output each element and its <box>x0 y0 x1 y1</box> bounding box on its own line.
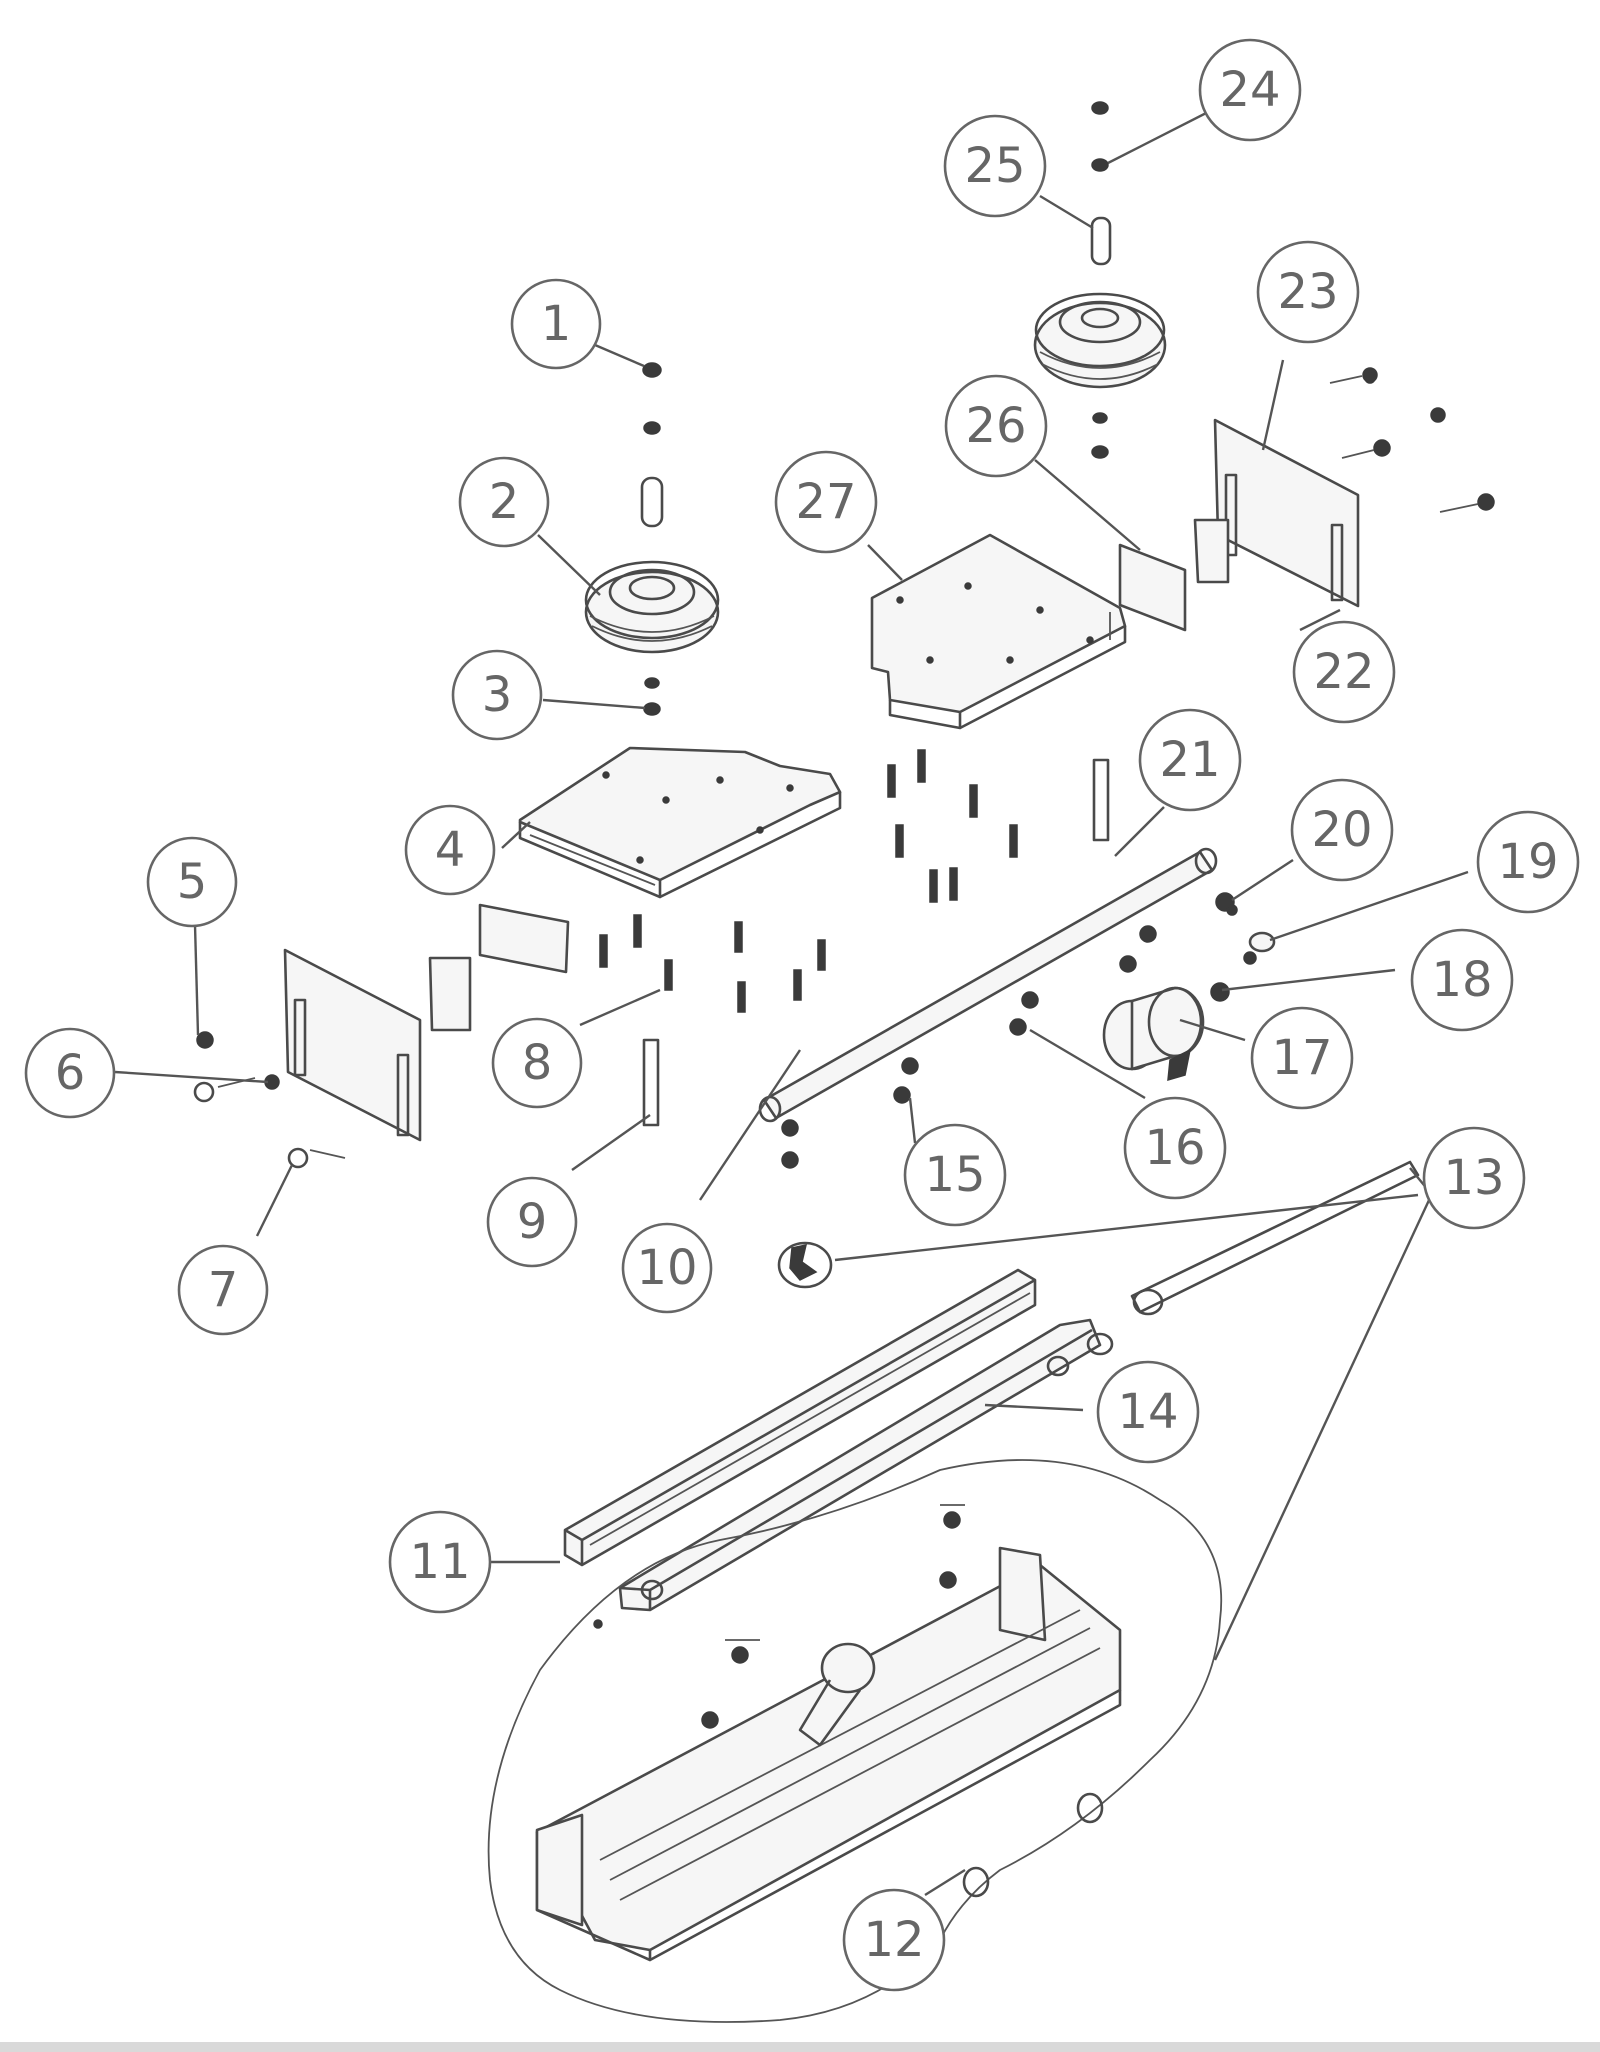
callout-18: 18 <box>1410 928 1514 1032</box>
small-bracket <box>777 1241 833 1289</box>
callout-25: 25 <box>943 114 1047 218</box>
rail-assembly <box>563 1160 1420 1629</box>
end-plate-right <box>1118 367 1495 632</box>
svg-text:18: 18 <box>1431 952 1492 1008</box>
svg-text:26: 26 <box>965 398 1026 454</box>
svg-text:24: 24 <box>1219 62 1280 118</box>
svg-text:22: 22 <box>1313 644 1374 700</box>
callout-balloons: 1 2 3 4 5 6 7 8 9 10 11 12 13 14 15 16 1… <box>24 38 1580 1992</box>
svg-text:1: 1 <box>541 296 572 352</box>
svg-text:6: 6 <box>55 1045 86 1101</box>
callout-10: 10 <box>621 1222 713 1314</box>
callout-26: 26 <box>944 374 1048 478</box>
callout-20: 20 <box>1290 778 1394 882</box>
callout-17: 17 <box>1250 1006 1354 1110</box>
svg-text:14: 14 <box>1117 1384 1178 1440</box>
callout-4: 4 <box>404 804 496 896</box>
carriage-plate-left <box>518 746 842 899</box>
callout-15: 15 <box>903 1123 1007 1227</box>
callout-9: 9 <box>486 1176 578 1268</box>
svg-text:23: 23 <box>1277 264 1338 320</box>
detail-frame <box>487 1459 1223 2023</box>
callout-19: 19 <box>1476 810 1580 914</box>
left-pulley-stack <box>584 362 720 716</box>
svg-text:20: 20 <box>1311 802 1372 858</box>
svg-text:4: 4 <box>435 822 466 878</box>
svg-text:3: 3 <box>482 667 513 723</box>
svg-text:7: 7 <box>208 1262 239 1318</box>
callout-3: 3 <box>451 649 543 741</box>
callout-21: 21 <box>1138 708 1242 812</box>
svg-text:9: 9 <box>517 1194 548 1250</box>
callout-12: 12 <box>842 1888 946 1992</box>
callout-5: 5 <box>146 836 238 928</box>
callout-8: 8 <box>491 1017 583 1109</box>
svg-text:27: 27 <box>795 474 856 530</box>
callout-6: 6 <box>24 1027 116 1119</box>
svg-text:16: 16 <box>1144 1120 1205 1176</box>
svg-text:15: 15 <box>924 1147 985 1203</box>
svg-text:25: 25 <box>964 138 1025 194</box>
carriage-plate-right <box>870 533 1127 730</box>
svg-text:11: 11 <box>409 1534 470 1590</box>
callout-23: 23 <box>1256 240 1360 344</box>
end-plate-left <box>193 903 570 1169</box>
callout-2: 2 <box>458 456 550 548</box>
motor-assembly <box>1102 892 1276 1082</box>
svg-text:5: 5 <box>177 854 208 910</box>
svg-text:10: 10 <box>636 1240 697 1296</box>
svg-text:13: 13 <box>1443 1150 1504 1206</box>
svg-text:8: 8 <box>522 1035 553 1091</box>
svg-text:2: 2 <box>489 474 520 530</box>
bolt-set <box>599 749 1110 1127</box>
svg-text:12: 12 <box>863 1912 924 1968</box>
callout-7: 7 <box>177 1244 269 1336</box>
right-pulley-stack <box>1033 101 1167 459</box>
svg-text:17: 17 <box>1271 1030 1332 1086</box>
callout-13: 13 <box>1422 1126 1526 1230</box>
shaft <box>758 847 1218 1169</box>
callout-24: 24 <box>1198 38 1302 142</box>
callout-27: 27 <box>774 450 878 554</box>
callout-1: 1 <box>510 278 602 370</box>
bottom-edge-strip <box>0 2042 1600 2052</box>
svg-text:19: 19 <box>1497 834 1558 890</box>
svg-text:21: 21 <box>1159 732 1220 788</box>
callout-22: 22 <box>1292 620 1396 724</box>
leader-lines <box>114 105 1469 1897</box>
callout-14: 14 <box>1096 1360 1200 1464</box>
callout-16: 16 <box>1123 1096 1227 1200</box>
callout-11: 11 <box>388 1510 492 1614</box>
